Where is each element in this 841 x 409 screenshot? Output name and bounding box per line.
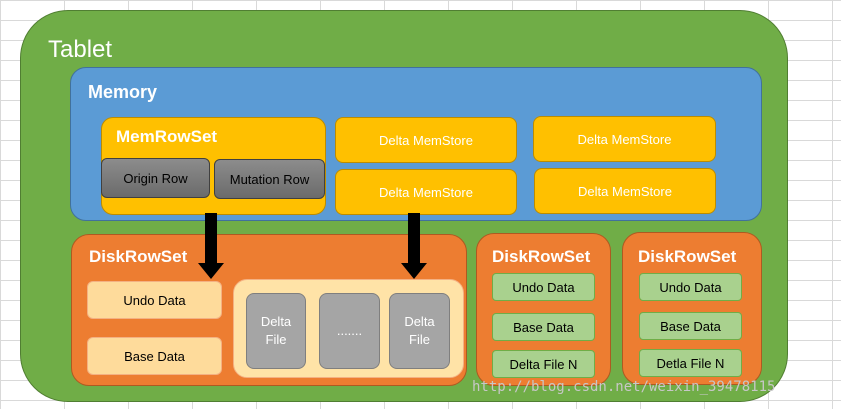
delta-file-n-block: Delta File N: [492, 350, 595, 378]
memrowset-title: MemRowSet: [116, 127, 218, 146]
undo-data-block: Undo Data: [492, 273, 595, 301]
mutation-row-block: Mutation Row: [214, 159, 325, 199]
flush-arrow-delta-memstore: [401, 213, 427, 279]
ellipsis-block: .......: [319, 293, 380, 369]
diskrowset-title: DiskRowSet: [638, 247, 737, 266]
delta-memstore-block: Delta MemStore: [534, 168, 716, 214]
origin-row-block: Origin Row: [101, 158, 210, 198]
delta-memstore-block: Delta MemStore: [335, 117, 517, 163]
delta-file-n-block: Detla File N: [639, 349, 742, 377]
flush-arrow-memrowset: [198, 213, 224, 279]
watermark-text: http://blog.csdn.net/weixin_39478115: [472, 379, 776, 395]
diskrowset-title: DiskRowSet: [89, 247, 188, 266]
undo-data-block: Undo Data: [87, 281, 222, 319]
delta-memstore-block: Delta MemStore: [335, 169, 517, 215]
memory-title: Memory: [88, 82, 158, 102]
base-data-block: Base Data: [639, 312, 742, 340]
base-data-block: Base Data: [87, 337, 222, 375]
diskrowset-title: DiskRowSet: [492, 247, 591, 266]
tablet-title: Tablet: [48, 36, 113, 63]
delta-memstore-block: Delta MemStore: [533, 116, 716, 162]
base-data-block: Base Data: [492, 313, 595, 341]
undo-data-block: Undo Data: [639, 273, 742, 301]
delta-file-block: Delta File: [389, 293, 450, 369]
delta-file-block: Delta File: [246, 293, 306, 369]
